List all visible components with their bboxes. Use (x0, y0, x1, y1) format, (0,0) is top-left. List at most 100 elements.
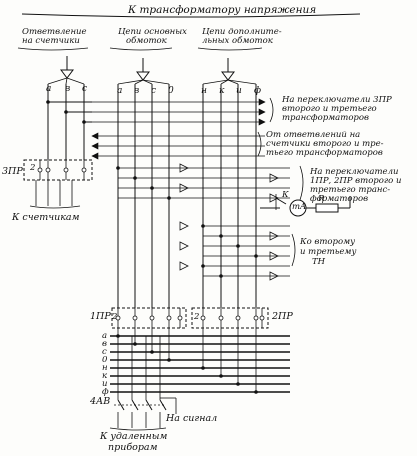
ladder-dot-4 (201, 224, 205, 228)
ladder-dot-8 (201, 264, 205, 268)
phase-add-i: и (236, 86, 242, 96)
phase-add-f: ф (254, 86, 262, 96)
breaker-blade-0 (117, 399, 125, 411)
note-counters-line1: От ответвлений на (266, 130, 361, 140)
counters-connector-leg-1 (65, 77, 68, 85)
breaker-blade-2 (145, 399, 153, 411)
group-main-label-1: Цепи основных (118, 27, 187, 37)
brace-3pr (269, 97, 274, 123)
additional-connector-head (221, 71, 235, 81)
phase-counters-a: a (46, 84, 52, 94)
note-1pr2pr-line4: форматоров (310, 194, 369, 204)
ladder-dot-7 (254, 254, 258, 258)
switch-2pr-mark: 2 (194, 312, 200, 322)
switch-2pr-label: 2ПР (272, 311, 293, 322)
bus-label-b: в (102, 339, 107, 349)
switch-1pr-label: 1ПР (90, 311, 111, 322)
bus-drop-dot-5 (219, 374, 223, 378)
main-connector-leg-2 (142, 79, 153, 85)
ladder-dot-9 (219, 274, 223, 278)
switch-2pr-contact-4 (259, 315, 265, 321)
ladder-switch-b-4 (269, 271, 279, 281)
remote-brace (109, 427, 167, 431)
note-1pr2pr-line1: На переключатели (310, 167, 399, 177)
note-3pr-line1: На переключатели 3ПР (282, 95, 392, 105)
note-1pr2pr-line3: третьего транс- (310, 185, 391, 195)
switch-1pr-contact-1 (132, 315, 138, 321)
to-counters-label: К счетчикам (12, 212, 80, 223)
arrow-3pr-1 (258, 108, 266, 116)
switch-2pr-block (191, 307, 269, 329)
additional-connector-leg-2 (227, 79, 239, 85)
group-brace-counters (17, 47, 89, 51)
group-additional-label-1: Цепи дополните- (202, 27, 282, 37)
switch-3pr-block (23, 159, 93, 181)
switch-2pr-contact-2 (235, 315, 241, 321)
counters-connector-leg-2 (66, 77, 85, 85)
arrow-in-counter-0 (91, 132, 99, 140)
switch-1pr-block (111, 307, 187, 329)
bus-label-f: ф (102, 387, 109, 397)
ladder-dot-0 (116, 166, 120, 170)
note-1pr2pr-line2: 1ПР, 2ПР второго и (310, 176, 402, 186)
note-tn-line2: и третьему (300, 247, 357, 257)
bus-drop-dot-2 (150, 350, 154, 354)
ladder-switch-a-0 (179, 163, 189, 173)
switch-3pr-label: 3ПР (2, 166, 23, 177)
phase-counters-c: c (82, 84, 88, 94)
phase-main-0: 0 (168, 86, 174, 96)
note-counters-line2: счетчики второго и тре- (266, 139, 384, 149)
main-connector-leg-3 (142, 79, 170, 85)
milliammeter-label: mA (292, 202, 307, 212)
group-brace-additional (197, 47, 263, 51)
ladder-dot-5 (219, 234, 223, 238)
bus-label-i: и (102, 379, 108, 389)
breaker-4av-label: 4АВ (90, 396, 111, 407)
group-counters-label-2: на счетчики (22, 36, 80, 46)
ladder-switch-a-2 (179, 221, 189, 231)
ladder-switch-b-3 (269, 251, 279, 261)
bus-drop-dot-3 (167, 358, 171, 362)
ladder-switch-a-1 (179, 183, 189, 193)
switch-1pr-contact-3 (166, 315, 172, 321)
main-connector-leg-0 (117, 79, 144, 85)
switch-2pr-contact-0 (200, 315, 206, 321)
signal-label: На сигнал (166, 413, 218, 424)
switch-2pr-contact-3 (253, 315, 259, 321)
brace-1pr2pr (299, 165, 304, 201)
arrow-in-counter-2 (91, 152, 99, 160)
phase-main-a: a (117, 86, 123, 96)
bus-label-n: н (102, 363, 108, 373)
counter-tap-dot-0 (46, 100, 50, 104)
bus-label-c: c (102, 347, 107, 357)
remote-devices-label-1: К удаленным (100, 431, 168, 442)
phase-add-n: н (201, 86, 207, 96)
ladder-switch-a-4 (179, 261, 189, 271)
note-3pr-line2: второго и третьего (282, 104, 377, 114)
additional-connector-leg-1 (220, 79, 229, 85)
note-counters-line3: тьего трансформаторов (266, 148, 383, 158)
switch-3pr-contact-2 (81, 167, 87, 173)
group-main-label-2: обмоток (126, 36, 167, 46)
ladder-switch-b-1 (269, 193, 279, 203)
switch-1pr-mark: 2 (112, 312, 118, 322)
switch-3pr-mark: 2 (30, 163, 36, 173)
switch-1pr-contact-0 (115, 315, 121, 321)
bus-drop-dot-4 (201, 366, 205, 370)
remote-devices-label-2: приборам (108, 442, 158, 453)
bus-label-k: к (102, 371, 108, 381)
note-tn-line3: ТН (312, 257, 326, 267)
ladder-dot-6 (236, 244, 240, 248)
bus-label-0: 0 (102, 355, 108, 365)
ladder-dot-1 (133, 176, 137, 180)
counter-tap-dot-2 (82, 120, 86, 124)
group-additional-label-2: льных обмоток (202, 36, 273, 46)
bus-label-a: a (102, 331, 108, 341)
switch-3pr-contact-3 (37, 167, 43, 173)
arrow-in-counter-1 (91, 142, 99, 150)
ladder-switch-a-3 (179, 241, 189, 251)
bus-drop-dot-7 (254, 390, 258, 394)
relay-contact-k (275, 197, 287, 205)
switch-2pr-contact-1 (218, 315, 224, 321)
